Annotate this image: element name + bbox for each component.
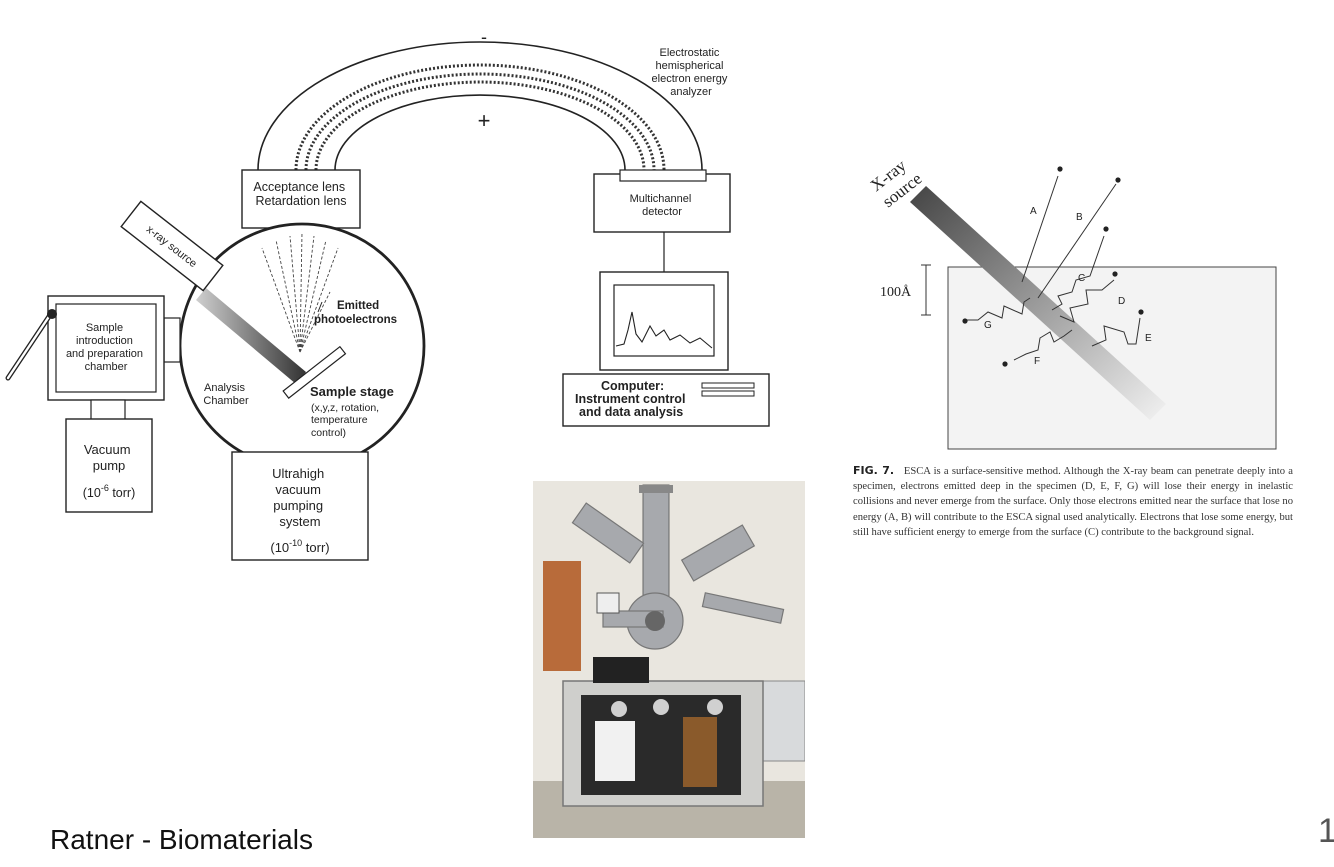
instrument-photo <box>533 481 805 838</box>
lens-label: Acceptance lens Retardation lens <box>253 180 348 208</box>
emitted-pointer <box>317 301 323 313</box>
xray-beam <box>196 288 306 384</box>
path-a <box>1021 175 1059 283</box>
vacuum-pump-box <box>65 418 153 513</box>
transfer-pivot <box>47 309 57 319</box>
path-f <box>1013 329 1073 361</box>
xray-source: x-ray source <box>120 200 224 292</box>
chamber-port <box>163 317 181 363</box>
detector-box <box>593 173 731 233</box>
svg-text:F: F <box>1034 356 1040 367</box>
caption-text: ESCA is a surface-sensitive method. Alth… <box>853 466 1293 538</box>
lens-box <box>241 169 361 229</box>
caption-fig-label: FIG. 7. <box>853 464 895 477</box>
detector-slit <box>619 169 707 182</box>
credit-text: Ratner - Biomaterials <box>50 824 313 855</box>
path-d <box>1059 279 1115 323</box>
sample-stage <box>282 345 347 399</box>
path-g <box>966 297 1031 321</box>
svg-text:G: G <box>984 320 992 331</box>
emitted-label: Emitted photoelectrons <box>314 300 397 326</box>
analyzer-label: Electrostatic hemispherical electron ene… <box>652 47 731 98</box>
intro-chamber-inner <box>55 303 157 393</box>
escape-xray-beam <box>910 186 1166 420</box>
uhv-box <box>231 451 369 561</box>
uhv-label: Ultrahigh vacuum pumping system <box>272 466 328 529</box>
svg-text:B: B <box>1076 212 1083 223</box>
vacuum-pump-label: Vacuum pump <box>84 442 134 473</box>
svg-text:A: A <box>1030 206 1037 217</box>
photoelectron-lines <box>261 231 339 353</box>
electron-paths <box>966 175 1141 361</box>
sample-stage-detail: (x,y,z, rotation, temperature control) <box>311 402 382 439</box>
plus-sign: + <box>478 108 491 133</box>
svg-text:D: D <box>1118 296 1125 307</box>
svg-text:E: E <box>1145 333 1152 344</box>
detector-label: Multichannel detector <box>630 193 695 218</box>
electron-trajectories <box>294 63 666 171</box>
path-b <box>1037 183 1117 299</box>
uhv-pressure: (10-10 torr) <box>270 538 329 555</box>
electron-dots <box>962 166 1144 367</box>
figure-caption: FIG. 7. ESCA is a surface-sensitive meth… <box>853 463 1293 540</box>
analysis-chamber-label: Analysis Chamber <box>203 382 249 407</box>
computer-label: Computer: Instrument control and data an… <box>575 379 689 419</box>
intro-chamber-label: Sample introduction and preparation cham… <box>66 322 146 373</box>
depth-bracket <box>921 264 931 316</box>
vacuum-pump-pressure: (10-6 torr) <box>83 483 135 500</box>
svg-text:C: C <box>1078 273 1085 284</box>
slide-number: 1 <box>1318 812 1334 850</box>
hemispherical-analyzer <box>257 41 703 171</box>
path-e <box>1091 317 1141 347</box>
minus-sign: - <box>481 27 487 47</box>
path-c <box>1051 235 1105 311</box>
pump-neck <box>90 399 126 421</box>
depth-label: 100Å <box>880 284 912 300</box>
computer <box>562 271 770 427</box>
electron-letter-labels: A B C D E F G <box>984 206 1152 367</box>
spectrum-trace <box>615 311 713 349</box>
sample-stage-title: Sample stage <box>310 384 394 399</box>
